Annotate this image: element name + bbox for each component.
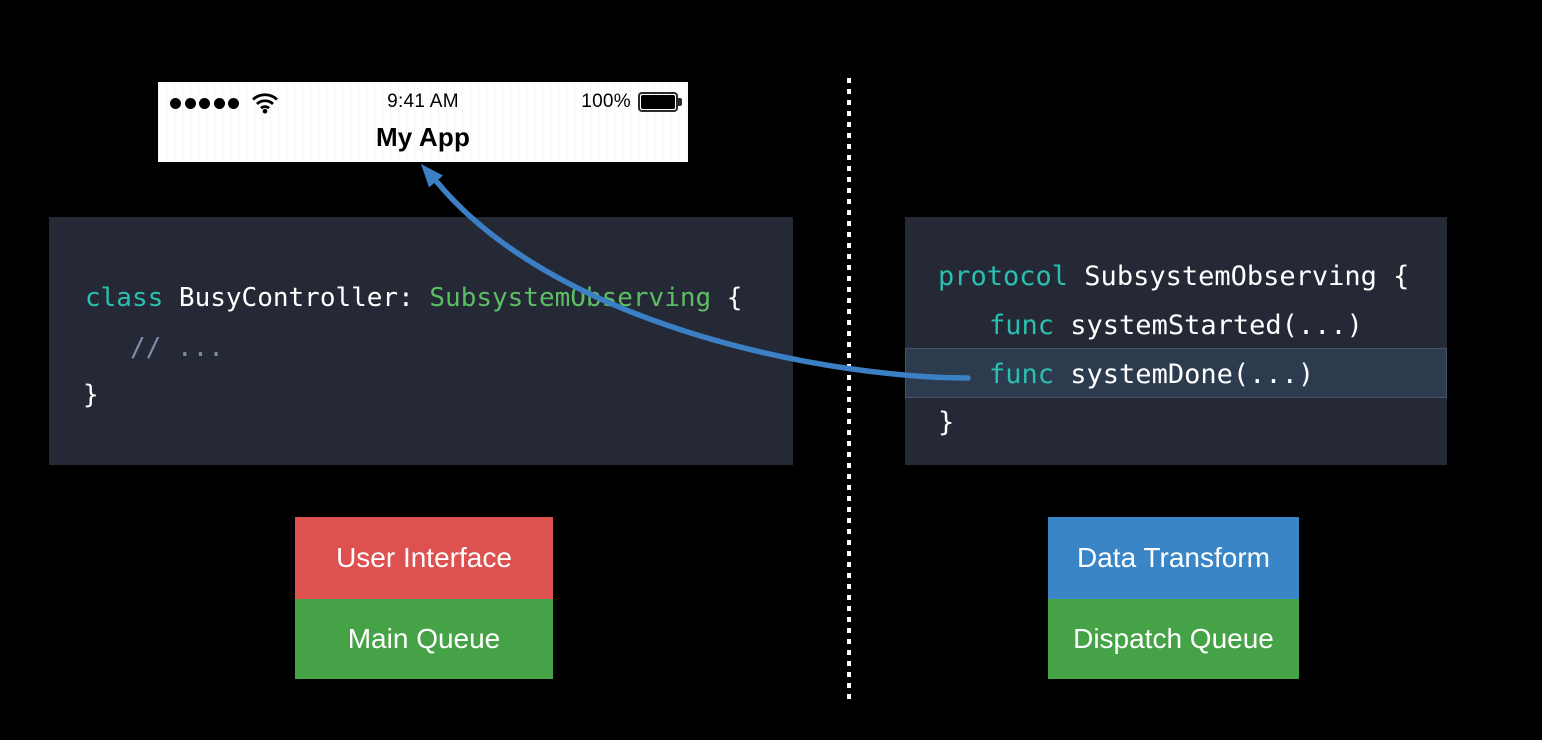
signal-dot <box>184 97 196 109</box>
status-time: 9:41 AM <box>387 91 459 112</box>
plain-token: } <box>938 407 955 438</box>
signal-wifi-group <box>170 92 279 114</box>
signal-dot <box>213 97 225 109</box>
box-label: Dispatch Queue <box>1073 623 1274 654</box>
plain-token: BusyController: <box>163 283 430 313</box>
box-label: Main Queue <box>347 623 501 654</box>
signal-dot <box>228 97 239 109</box>
code-line: protocol SubsystemObserving { <box>938 262 1409 292</box>
code-line: // ... <box>130 333 224 363</box>
code-block-protocol: protocol SubsystemObserving { func syste… <box>905 217 1447 465</box>
dotted-divider <box>847 78 851 704</box>
keyword-token: class <box>85 283 164 313</box>
battery-group: 100% <box>581 91 682 113</box>
battery-percent: 100% <box>581 91 631 112</box>
signal-dot <box>170 97 181 109</box>
box-main-queue: Main Queue <box>295 599 553 679</box>
wifi-icon <box>251 93 278 114</box>
code-line: class BusyController: SubsystemObserving… <box>85 283 742 313</box>
box-label: User Interface <box>336 542 512 573</box>
code-line: func systemDone(...) <box>989 360 1314 390</box>
app-title: My App <box>375 122 471 152</box>
box-label: Data Transform <box>1077 542 1270 573</box>
plain-token: systemStarted(...) <box>1054 310 1363 341</box>
plain-token: SubsystemObserving { <box>1068 261 1410 292</box>
box-dispatch-queue: Dispatch Queue <box>1048 599 1299 679</box>
plain-token: { <box>711 283 743 313</box>
comment-token: // ... <box>130 333 224 363</box>
type-token: SubsystemObserving <box>429 283 712 313</box>
plain-token: systemDone(...) <box>1054 359 1315 390</box>
code-block-class: class BusyController: SubsystemObserving… <box>49 217 793 465</box>
keyword-token: protocol <box>938 261 1069 292</box>
keyword-token: func <box>989 310 1055 341</box>
code-line: func systemStarted(...) <box>989 311 1363 341</box>
ios-status-bar: 9:41 AM 100% My App <box>158 82 688 162</box>
highlighted-line-background <box>905 348 1447 398</box>
signal-dot <box>199 97 210 109</box>
keyword-token: func <box>989 359 1055 390</box>
battery-icon <box>638 92 682 112</box>
code-line: } <box>938 408 954 438</box>
plain-token: } <box>83 380 99 410</box>
code-line: } <box>83 380 99 410</box>
box-data-transform: Data Transform <box>1048 517 1299 599</box>
box-user-interface: User Interface <box>295 517 553 599</box>
